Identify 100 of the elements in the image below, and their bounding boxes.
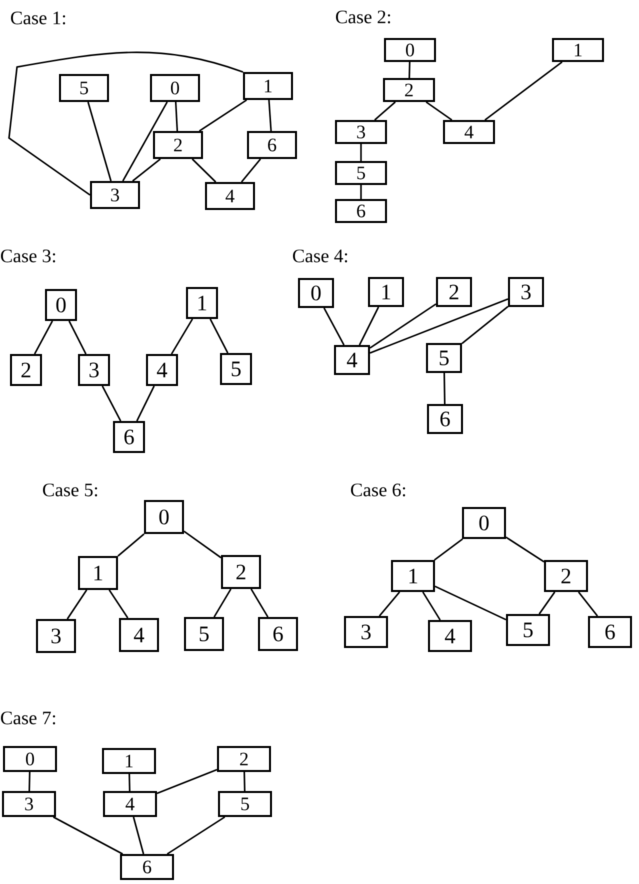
connector-line	[170, 318, 194, 354]
connector-line	[578, 592, 598, 616]
number-box: 5	[218, 791, 272, 817]
number-box: 5	[506, 614, 550, 646]
number-box: 5	[426, 343, 462, 373]
number-box: 4	[334, 345, 370, 375]
connector-line	[538, 592, 556, 614]
number-box: 4	[205, 182, 255, 210]
number-box: 4	[146, 354, 178, 386]
connector-line	[34, 320, 54, 354]
case-heading: Case 4:	[292, 250, 348, 262]
number-box: 2	[383, 78, 435, 102]
number-box: 1	[243, 72, 293, 100]
connector-line	[360, 144, 362, 161]
connector-line	[192, 158, 216, 183]
number-box: 5	[59, 74, 109, 102]
connector-line	[506, 536, 544, 562]
case-heading: Case 6:	[350, 484, 406, 496]
number-box: 4	[103, 791, 157, 817]
connector-line	[66, 590, 88, 620]
number-box: 0	[144, 500, 184, 534]
number-box: 1	[368, 277, 404, 307]
number-box: 5	[220, 353, 252, 385]
case-heading: Case 2:	[336, 10, 390, 24]
number-box: 4	[443, 120, 495, 144]
number-box: 4	[119, 618, 159, 652]
number-box: 3	[78, 354, 110, 386]
case-heading: Case 1:	[10, 12, 66, 24]
number-box: 6	[247, 131, 297, 159]
connector-line	[434, 586, 506, 620]
number-box: 1	[552, 38, 604, 62]
connector-line	[132, 158, 161, 182]
number-box: 2	[10, 354, 42, 386]
connector-line	[358, 306, 380, 346]
number-box: 1	[391, 560, 435, 592]
number-box: 5	[335, 161, 387, 185]
connector-line	[370, 303, 436, 349]
connector-line	[426, 101, 452, 121]
connector-line	[102, 386, 122, 422]
number-box: 0	[3, 746, 57, 772]
connector-line	[174, 102, 178, 132]
number-box: 3	[90, 181, 140, 209]
number-box: 1	[186, 287, 218, 319]
case-heading: Case 3:	[0, 250, 56, 262]
connector-line	[443, 372, 446, 404]
number-box: 3	[2, 791, 56, 817]
connector-line	[422, 592, 441, 620]
connector-line	[434, 538, 464, 561]
number-box: 0	[298, 278, 334, 308]
connector-line	[156, 768, 218, 794]
connector-line	[408, 62, 410, 78]
number-box: 6	[335, 199, 387, 223]
connector-line	[108, 590, 128, 618]
connector-line	[268, 100, 272, 132]
number-box: 4	[428, 620, 472, 652]
number-box: 3	[508, 277, 544, 307]
number-box: 3	[335, 120, 387, 144]
connector-line	[28, 772, 30, 792]
number-box: 1	[78, 556, 118, 590]
connector-line	[136, 386, 155, 422]
number-box: 0	[462, 507, 506, 539]
connector-line	[198, 99, 248, 132]
number-box: 6	[120, 854, 174, 880]
connector-line	[360, 185, 362, 199]
connector-line	[87, 102, 112, 182]
connector-line	[484, 61, 563, 121]
connector-line	[128, 774, 130, 792]
connector-line	[132, 816, 144, 854]
number-box: 6	[427, 404, 463, 434]
number-box: 2	[436, 277, 472, 307]
number-box: 3	[344, 616, 388, 648]
connector-line	[210, 318, 228, 354]
connector-line	[243, 772, 246, 792]
number-box: 6	[588, 616, 632, 648]
connector-line	[52, 816, 124, 855]
number-box: 1	[102, 748, 156, 774]
connector-line	[250, 588, 269, 618]
connector-line	[68, 320, 87, 354]
connector-line	[323, 308, 345, 346]
number-box: 0	[45, 289, 77, 321]
number-box: 3	[36, 619, 76, 653]
number-box: 5	[184, 617, 224, 651]
connector-line	[213, 588, 232, 618]
number-box: 0	[150, 74, 200, 102]
number-box: 2	[153, 131, 203, 159]
connector-line	[8, 52, 244, 196]
number-box: 2	[217, 746, 271, 772]
number-box: 2	[544, 560, 588, 592]
case-heading: Case 7:	[0, 712, 56, 724]
connector-line	[122, 102, 168, 182]
connector-line	[370, 298, 508, 354]
connector-line	[240, 158, 262, 182]
connector-line	[374, 101, 396, 121]
connector-line	[184, 530, 222, 558]
connector-line	[462, 306, 508, 344]
case-heading: Case 5:	[42, 484, 98, 496]
number-box: 6	[113, 421, 145, 453]
number-box: 0	[384, 38, 436, 62]
number-box: 6	[258, 617, 298, 651]
connector-line	[378, 591, 400, 617]
